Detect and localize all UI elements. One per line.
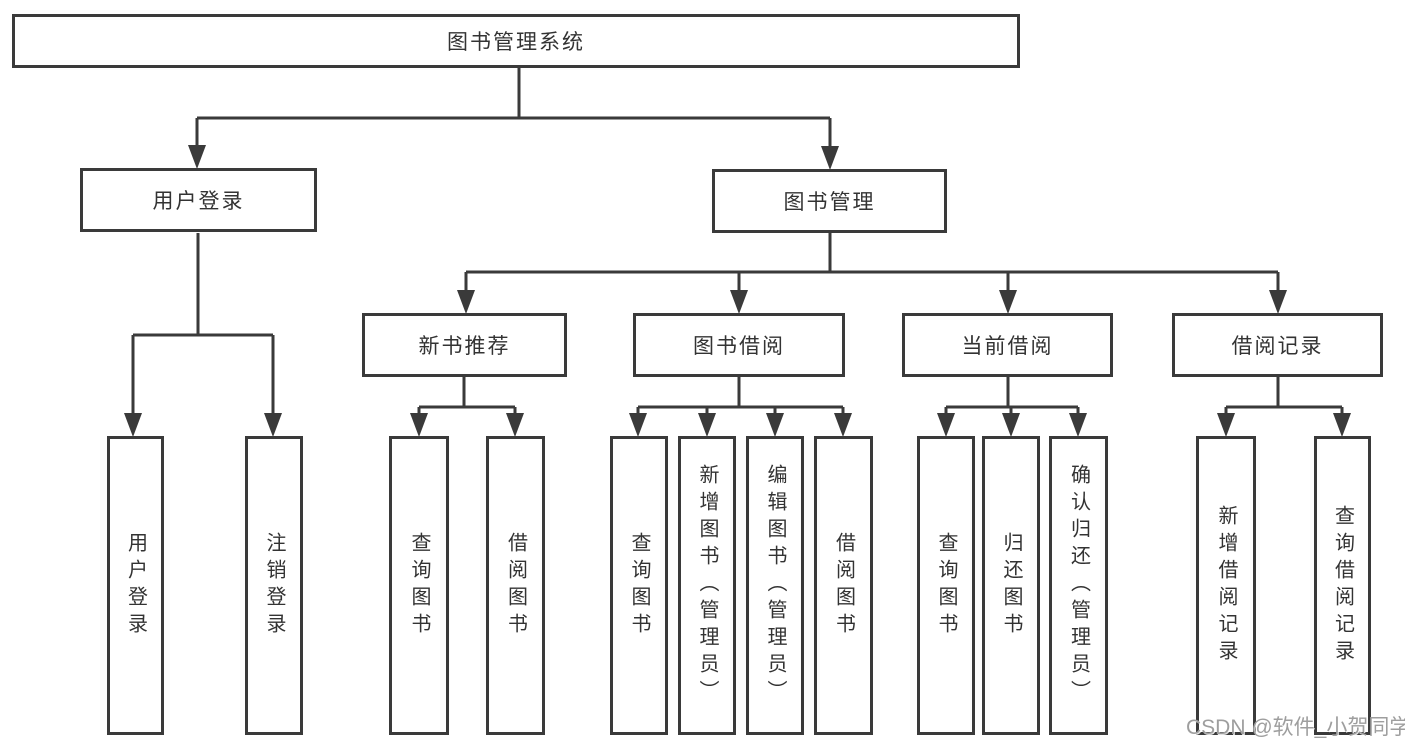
node-user-login-label: 用户登录 — [152, 190, 245, 213]
leaf-label: 查询图书 — [935, 531, 957, 640]
node-current-borrow: 当前借阅 — [902, 313, 1113, 377]
node-borrow-records: 借阅记录 — [1172, 313, 1383, 377]
leaf-label: 查询图书 — [628, 531, 650, 640]
leaf-cb-query-books: 查询图书 — [917, 436, 975, 735]
leaf-cb-confirm-return-admin: 确认归还（管理员） — [1049, 436, 1108, 735]
node-book-borrow: 图书借阅 — [633, 313, 845, 377]
leaf-br-add-record: 新增借阅记录 — [1196, 436, 1256, 735]
leaf-label: 查询借阅记录 — [1331, 504, 1354, 667]
leaf-label: 查询图书 — [408, 531, 430, 640]
node-user-login: 用户登录 — [80, 168, 317, 232]
leaf-label: 确认归还（管理员） — [1067, 464, 1090, 707]
node-root: 图书管理系统 — [12, 14, 1020, 68]
leaf-nbr-borrow-books: 借阅图书 — [486, 436, 545, 735]
leaf-bb-edit-books-admin: 编辑图书（管理员） — [746, 436, 804, 735]
leaf-label: 新增图书（管理员） — [696, 464, 718, 707]
leaf-logout: 注销登录 — [245, 436, 303, 735]
csdn-watermark: CSDN @软件_小贺同学 — [1186, 716, 1405, 739]
node-book-mgmt: 图书管理 — [712, 169, 947, 233]
node-book-mgmt-label: 图书管理 — [783, 191, 876, 214]
leaf-label: 借阅图书 — [504, 531, 527, 640]
leaf-user-login: 用户登录 — [107, 436, 164, 735]
leaf-label: 注销登录 — [263, 531, 285, 640]
leaf-label: 编辑图书（管理员） — [764, 464, 786, 707]
node-new-book-rec-label: 新书推荐 — [418, 335, 511, 358]
node-current-borrow-label: 当前借阅 — [961, 335, 1054, 358]
arrowheads — [124, 145, 1351, 437]
leaf-label: 归还图书 — [1000, 531, 1022, 640]
node-root-label: 图书管理系统 — [447, 31, 585, 54]
node-book-borrow-label: 图书借阅 — [693, 335, 785, 358]
node-new-book-rec: 新书推荐 — [362, 313, 567, 377]
leaf-label: 借阅图书 — [832, 531, 855, 640]
leaf-cb-return-books: 归还图书 — [982, 436, 1040, 735]
leaf-nbr-query-books: 查询图书 — [389, 436, 449, 735]
node-borrow-records-label: 借阅记录 — [1231, 335, 1324, 358]
leaf-label: 新增借阅记录 — [1215, 504, 1237, 667]
leaf-bb-borrow-books: 借阅图书 — [814, 436, 873, 735]
leaf-bb-add-books-admin: 新增图书（管理员） — [678, 436, 736, 735]
leaf-br-query-record: 查询借阅记录 — [1314, 436, 1371, 735]
leaf-label: 用户登录 — [124, 531, 147, 640]
leaf-bb-query-books: 查询图书 — [610, 436, 668, 735]
